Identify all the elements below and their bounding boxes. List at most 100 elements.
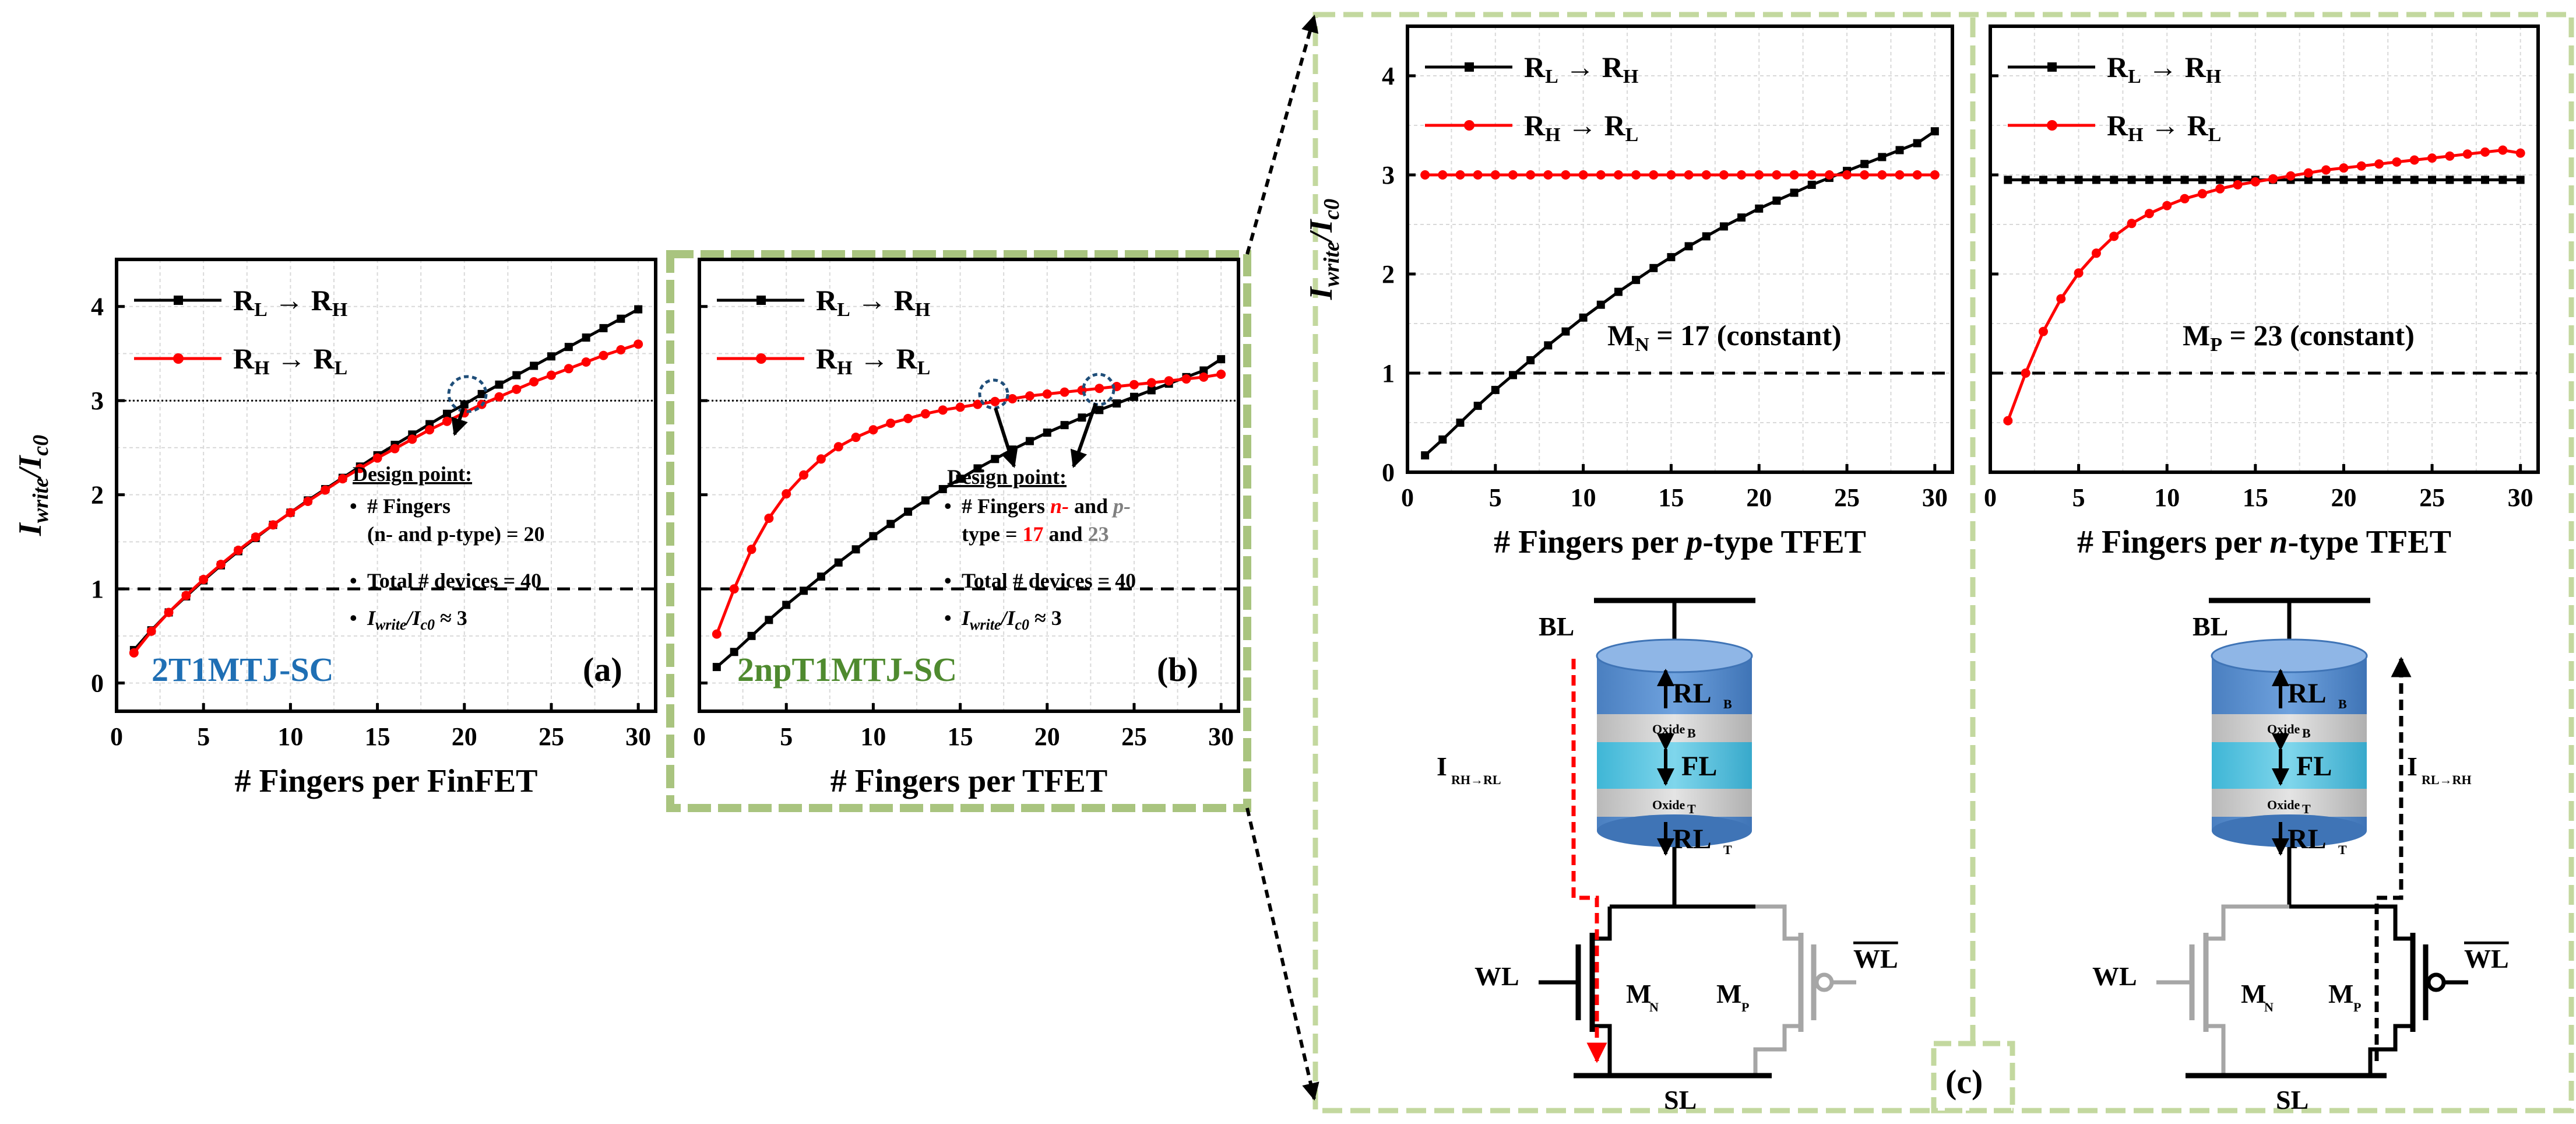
data-point [851, 433, 861, 442]
design-point-line3-a: Total # devices = 40 [367, 569, 541, 592]
current-sub-right: RL→RH [2422, 772, 2472, 787]
current-label-left: I [1437, 751, 1447, 781]
data-point [920, 409, 930, 419]
circuit-left: BL RL B Oxide B FL Oxide T RL T [1437, 598, 1898, 1115]
data-point [833, 442, 843, 452]
data-point [973, 399, 983, 409]
x-tick-label: 15 [1658, 483, 1684, 512]
panel-b-highlight-frame [666, 250, 1251, 812]
data-point [2427, 153, 2437, 163]
design-point-arrow-b1 [994, 408, 1018, 468]
data-point [956, 475, 965, 483]
data-point [1737, 170, 1747, 180]
plot-frame [115, 258, 657, 713]
data-point [2515, 148, 2525, 158]
data-point [782, 489, 791, 499]
current-label-right: I [2407, 751, 2417, 781]
design-point-line1-a: # Fingers [367, 494, 451, 518]
design-point-arrow-a [451, 408, 468, 436]
plot-frame [1989, 24, 2540, 474]
x-tick-label: 30 [2508, 483, 2533, 512]
data-point [2250, 177, 2260, 187]
data-point [199, 574, 209, 584]
data-point [233, 545, 243, 555]
data-point [2516, 175, 2525, 184]
data-point [868, 425, 878, 435]
legend-label: RH → RL [2107, 109, 2221, 146]
data-point [2321, 165, 2331, 175]
mn-sub: N [2264, 1000, 2274, 1014]
data-point [512, 384, 522, 394]
x-tick-label: 0 [1401, 483, 1414, 512]
data-point [372, 453, 382, 463]
data-point [2038, 326, 2048, 336]
oxide-t-sub: T [1687, 802, 1696, 816]
data-point [1789, 170, 1799, 180]
data-point [1666, 170, 1676, 180]
data-point [2180, 194, 2190, 203]
data-point [2163, 175, 2172, 184]
data-point [634, 305, 643, 314]
legend-swatch-marker [1465, 62, 1474, 72]
data-point [1807, 170, 1817, 180]
data-point [747, 631, 756, 640]
data-point [425, 425, 435, 435]
data-point [2356, 161, 2366, 171]
data-point [2286, 171, 2296, 181]
mn-label: M [2241, 979, 2266, 1009]
data-point [2144, 209, 2154, 219]
data-point [1807, 181, 1816, 189]
data-point [1824, 170, 1834, 180]
x-tick-label: 5 [2072, 483, 2085, 512]
data-point [765, 616, 773, 624]
y-tick-label: 1 [91, 575, 104, 603]
data-point [1526, 356, 1535, 364]
rl-b-sub: B [2338, 697, 2347, 711]
data-point [938, 405, 948, 415]
data-point [1596, 300, 1605, 309]
design-point-circle-a [447, 375, 488, 413]
data-point [1772, 196, 1781, 205]
data-point [337, 474, 347, 484]
data-point [564, 343, 573, 352]
data-point [390, 444, 400, 454]
data-point [903, 413, 913, 423]
data-point [800, 586, 808, 595]
bullet: • [350, 494, 357, 518]
data-point [990, 396, 1000, 406]
mp-sub: P [1741, 1000, 1749, 1014]
legend-label: RH → RL [816, 342, 930, 379]
data-point [1025, 437, 1034, 445]
oxide-t-sub: T [2302, 802, 2311, 816]
data-point [1842, 170, 1852, 180]
data-point [1129, 392, 1138, 401]
rl-t-label: RL [1673, 824, 1712, 855]
x-tick-label: 20 [2331, 483, 2356, 512]
y-tick-label: 2 [91, 481, 104, 510]
current-path-left [1571, 659, 1607, 1063]
y-tick-label: 3 [1382, 161, 1395, 189]
data-point [1930, 127, 1939, 136]
wl-label: WL [1474, 961, 1519, 991]
data-point [2339, 163, 2349, 173]
data-point [2074, 175, 2083, 184]
fl-label: FL [2296, 751, 2332, 782]
data-point [1613, 170, 1623, 180]
data-point [529, 377, 539, 387]
data-point [1043, 428, 1051, 437]
data-point [764, 514, 774, 524]
mp-sub: P [2353, 1000, 2361, 1014]
oxide-b-sub: B [2302, 726, 2311, 740]
data-point [1860, 170, 1870, 180]
data-point [2198, 175, 2207, 184]
data-point [1147, 386, 1156, 395]
data-point [268, 520, 278, 530]
data-point [712, 629, 722, 639]
data-point [729, 584, 739, 594]
legend-label: RL → RH [1524, 51, 1638, 87]
data-point [1578, 170, 1588, 180]
bullet: • [350, 569, 357, 592]
data-point [1684, 170, 1694, 180]
